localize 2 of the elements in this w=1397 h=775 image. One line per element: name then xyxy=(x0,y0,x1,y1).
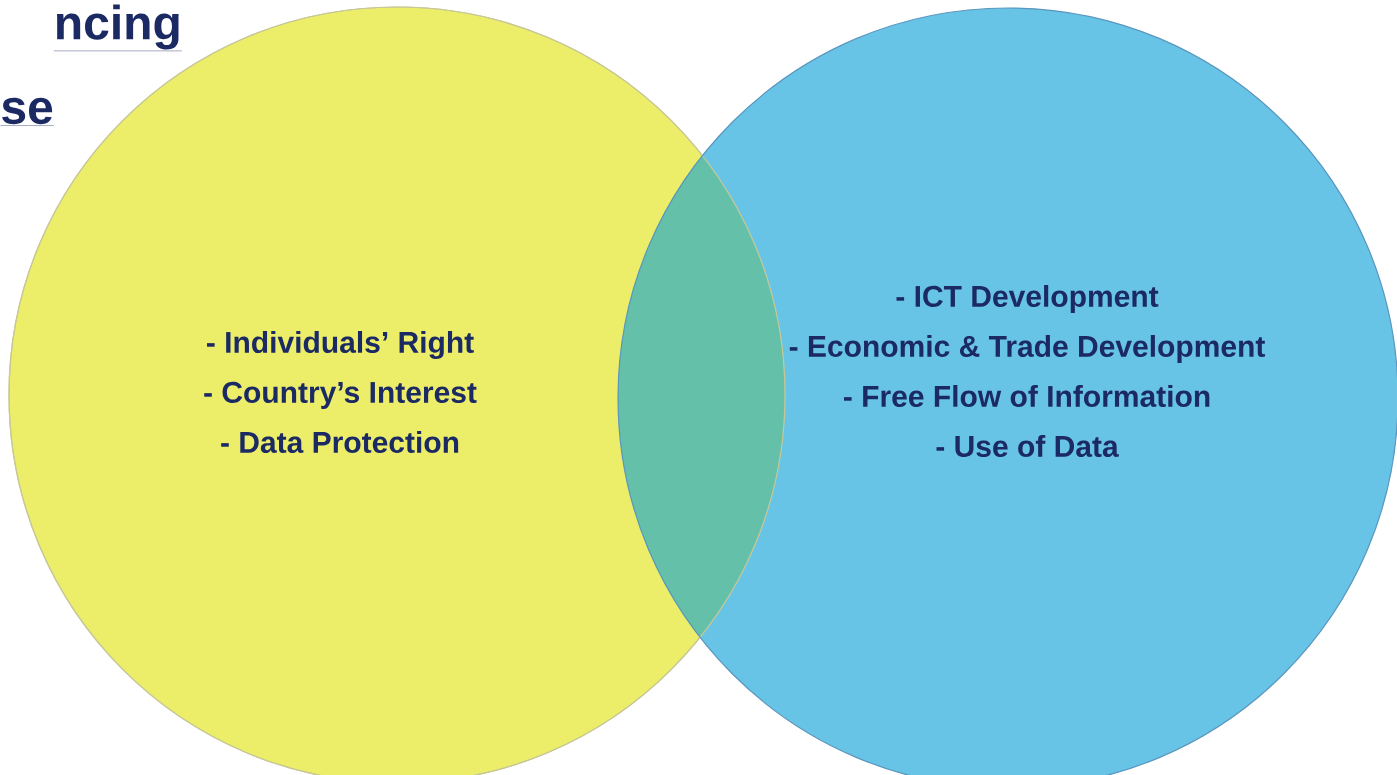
title-text: ncing xyxy=(53,4,182,52)
title-text: se xyxy=(0,97,54,126)
